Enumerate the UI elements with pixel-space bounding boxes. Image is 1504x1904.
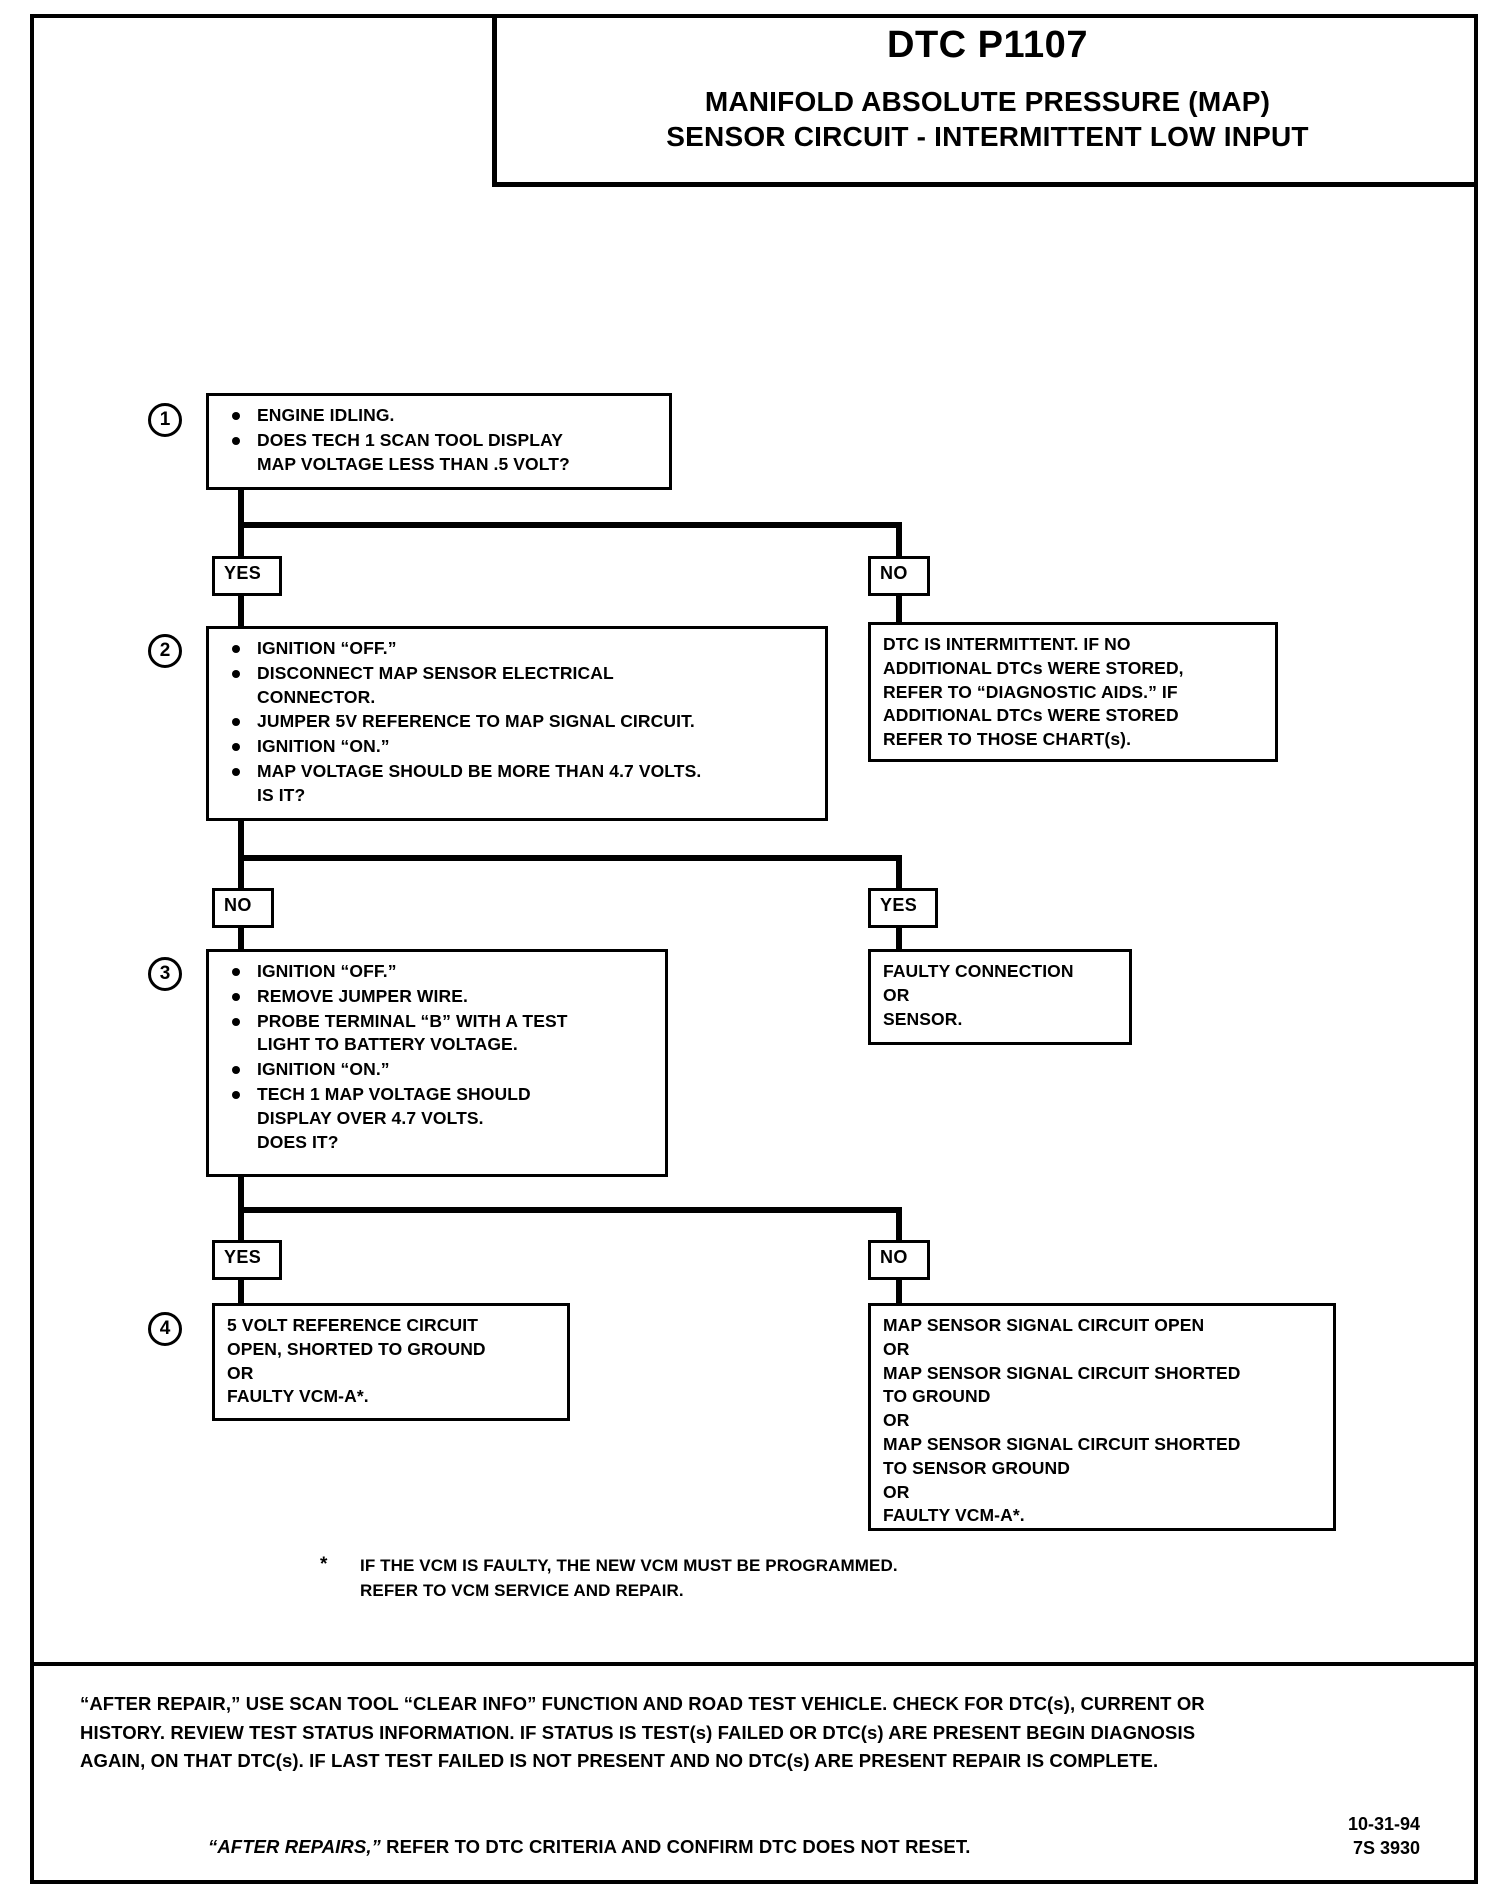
connector-yes-to-step2: [238, 596, 244, 628]
outcome-dtc-intermittent-text: DTC IS INTERMITTENT. IF NO ADDITIONAL DT…: [883, 634, 1184, 750]
page-border: [30, 14, 1478, 1884]
after-repair-paragraph: “AFTER REPAIR,” USE SCAN TOOL “CLEAR INF…: [80, 1693, 1205, 1772]
after-repairs-note-lead: “AFTER REPAIRS,”: [208, 1836, 381, 1857]
step-number-2: 2: [148, 634, 182, 668]
dtc-code: DTC P1107: [887, 24, 1088, 66]
connector-step2-yes-down: [896, 855, 902, 888]
connector-no-to-outcome: [896, 596, 902, 622]
after-repairs-note-rest: REFER TO DTC CRITERIA AND CONFIRM DTC DO…: [380, 1836, 971, 1857]
title-block: DTC P1107 MANIFOLD ABSOLUTE PRESSURE (MA…: [492, 14, 1478, 187]
connector-no-to-map-faults: [896, 1280, 902, 1304]
step-number-4: 4: [148, 1312, 182, 1346]
step-3-bullet-2: REMOVE JUMPER WIRE.: [221, 985, 655, 1009]
step-2-box: IGNITION “OFF.” DISCONNECT MAP SENSOR EL…: [206, 626, 828, 821]
step-2-bullet-list: IGNITION “OFF.” DISCONNECT MAP SENSOR EL…: [221, 637, 815, 808]
title-line-2: SENSOR CIRCUIT - INTERMITTENT LOW INPUT: [666, 120, 1309, 152]
step-1-bullet-2: DOES TECH 1 SCAN TOOL DISPLAY MAP VOLTAG…: [221, 429, 659, 477]
connector-step3-across: [238, 1207, 902, 1213]
branch-label-step2-yes: YES: [868, 888, 938, 928]
step-1-bullet-1: ENGINE IDLING.: [221, 404, 659, 428]
connector-step3-down: [238, 1177, 244, 1213]
connector-step1-yes-down: [238, 522, 244, 556]
step-3-bullet-4: IGNITION “ON.”: [221, 1058, 655, 1082]
footer-divider: [34, 1662, 1474, 1666]
outcome-dtc-intermittent-box: DTC IS INTERMITTENT. IF NO ADDITIONAL DT…: [868, 622, 1278, 762]
branch-label-step2-no: NO: [212, 888, 274, 928]
connector-step3-no-down: [896, 1207, 902, 1240]
branch-label-step1-no: NO: [868, 556, 930, 596]
step-2-bullet-1: IGNITION “OFF.”: [221, 637, 815, 661]
outcome-map-signal-faults-box: MAP SENSOR SIGNAL CIRCUIT OPEN OR MAP SE…: [868, 1303, 1336, 1531]
step-2-bullet-3: JUMPER 5V REFERENCE TO MAP SIGNAL CIRCUI…: [221, 710, 815, 734]
connector-step1-down: [238, 490, 244, 528]
step-2-bullet-4: IGNITION “ON.”: [221, 735, 815, 759]
branch-label-step3-yes: YES: [212, 1240, 282, 1280]
step-3-box: IGNITION “OFF.” REMOVE JUMPER WIRE. PROB…: [206, 949, 668, 1177]
connector-step2-down: [238, 821, 244, 861]
step-3-bullet-list: IGNITION “OFF.” REMOVE JUMPER WIRE. PROB…: [221, 960, 655, 1154]
outcome-faulty-connection-text: FAULTY CONNECTION OR SENSOR.: [883, 961, 1074, 1029]
footnote-text: IF THE VCM IS FAULTY, THE NEW VCM MUST B…: [360, 1556, 898, 1600]
step-number-1: 1: [148, 403, 182, 437]
after-repairs-note: “AFTER REPAIRS,” REFER TO DTC CRITERIA A…: [208, 1836, 970, 1858]
connector-step1-no-down: [896, 522, 902, 556]
step-1-box: ENGINE IDLING. DOES TECH 1 SCAN TOOL DIS…: [206, 393, 672, 490]
connector-step3-yes-down: [238, 1207, 244, 1240]
step-3-bullet-5: TECH 1 MAP VOLTAGE SHOULD DISPLAY OVER 4…: [221, 1083, 655, 1154]
step-2-bullet-2: DISCONNECT MAP SENSOR ELECTRICAL CONNECT…: [221, 662, 815, 710]
connector-step2-no-down: [238, 855, 244, 888]
connector-step1-across: [238, 522, 902, 528]
outcome-faulty-connection-box: FAULTY CONNECTION OR SENSOR.: [868, 949, 1132, 1045]
connector-yes-to-step4: [238, 1280, 244, 1308]
step-2-bullet-5: MAP VOLTAGE SHOULD BE MORE THAN 4.7 VOLT…: [221, 760, 815, 808]
branch-label-step1-yes: YES: [212, 556, 282, 596]
branch-label-step3-no: NO: [868, 1240, 930, 1280]
outcome-five-volt-reference-box: 5 VOLT REFERENCE CIRCUIT OPEN, SHORTED T…: [212, 1303, 570, 1421]
title-line-1: MANIFOLD ABSOLUTE PRESSURE (MAP): [704, 85, 1271, 117]
step-3-bullet-1: IGNITION “OFF.”: [221, 960, 655, 984]
outcome-five-volt-reference-text: 5 VOLT REFERENCE CIRCUIT OPEN, SHORTED T…: [227, 1315, 486, 1407]
connector-yes-to-faulty: [896, 928, 902, 949]
footnote-marker: *: [320, 1554, 328, 1575]
step-number-3: 3: [148, 957, 182, 991]
document-code: 10-31-94 7S 3930: [1347, 1814, 1420, 1859]
outcome-map-signal-faults-text: MAP SENSOR SIGNAL CIRCUIT OPEN OR MAP SE…: [883, 1315, 1241, 1526]
step-1-bullet-list: ENGINE IDLING. DOES TECH 1 SCAN TOOL DIS…: [221, 404, 659, 476]
connector-no-to-step3: [238, 928, 244, 961]
connector-step2-across: [238, 855, 902, 861]
step-3-bullet-3: PROBE TERMINAL “B” WITH A TEST LIGHT TO …: [221, 1010, 655, 1058]
